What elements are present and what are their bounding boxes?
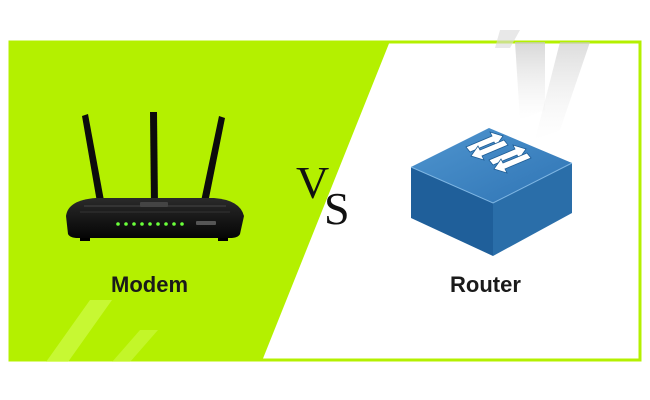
network-switch-icon [410,128,573,256]
router-label: Router [450,272,521,297]
shadow-streak [515,42,545,120]
modem-label: Modem [111,272,188,297]
shadow-streak [495,30,520,48]
vs-letter-s: S [324,183,350,234]
wifi-router-icon [66,112,244,241]
vs-letter-v: V [296,157,330,208]
shadow-streak [535,42,590,140]
light-streak [46,300,112,362]
light-streak [112,330,158,362]
